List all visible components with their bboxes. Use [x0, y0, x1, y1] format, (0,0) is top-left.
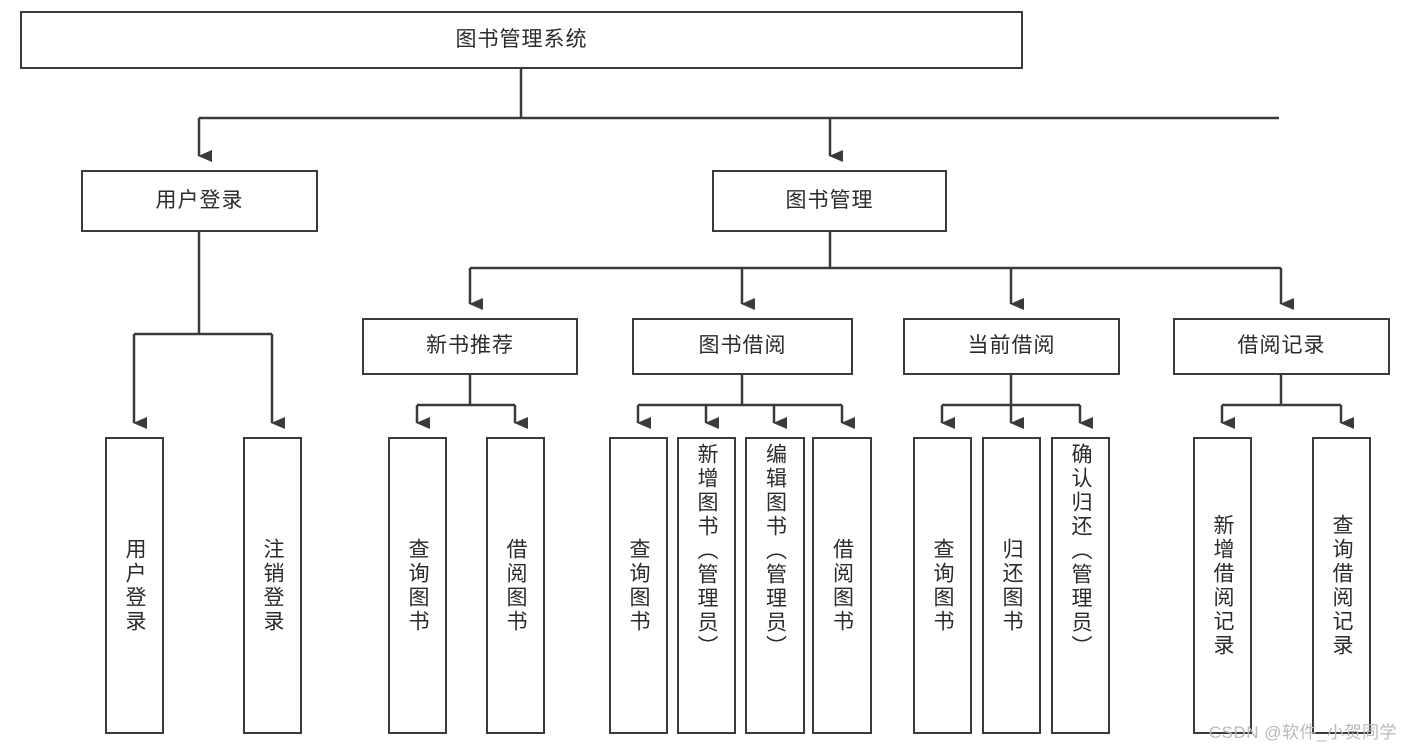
node-user-login-label: 用户登录 [155, 188, 244, 212]
leaf-text-wrap: 查询图书 [390, 439, 445, 732]
leaf-user-login-label: 用户登录 [123, 537, 146, 634]
node-borrow-record-label: 借阅记录 [1237, 334, 1326, 358]
leaf-text-wrap: 查询借阅记录 [1314, 439, 1369, 732]
leaf-logout[interactable]: 注销登录 [243, 437, 302, 734]
leaf-borrow-book-label: 借阅图书 [830, 537, 854, 634]
node-book-borrow[interactable]: 图书借阅 [632, 318, 853, 375]
leaf-text-wrap: 借阅图书 [814, 439, 870, 732]
node-root-label: 图书管理系统 [455, 27, 588, 51]
leaf-query-book-recommendation[interactable]: 查询图书 [388, 437, 447, 734]
node-new-book-recommendation-label: 新书推荐 [426, 334, 514, 358]
node-new-book-recommendation[interactable]: 新书推荐 [362, 318, 578, 375]
csdn-watermark: CSDN @软件_小贺同学 [1208, 723, 1397, 742]
leaf-borrow-book-recommendation-label: 借阅图书 [504, 537, 527, 634]
node-book-borrow-label: 图书借阅 [698, 334, 787, 358]
leaf-user-login[interactable]: 用户登录 [105, 437, 164, 734]
node-root[interactable]: 图书管理系统 [20, 11, 1023, 69]
leaf-text-wrap: 归还图书 [984, 439, 1039, 732]
leaf-borrow-book-recommendation[interactable]: 借阅图书 [486, 437, 545, 734]
leaf-text-wrap: 新增图书（管理员） [679, 439, 734, 736]
leaf-add-book-admin-label: 新增图书（管理员） [695, 443, 718, 659]
node-borrow-record[interactable]: 借阅记录 [1173, 318, 1390, 375]
leaf-text-wrap: 查询图书 [611, 439, 666, 732]
leaf-text-wrap: 注销登录 [245, 439, 300, 732]
leaf-edit-book-admin[interactable]: 编辑图书（管理员） [745, 437, 805, 734]
leaf-query-borrow-record-label: 查询借阅记录 [1330, 513, 1353, 658]
node-user-login[interactable]: 用户登录 [81, 170, 318, 232]
leaf-text-wrap: 用户登录 [107, 439, 162, 732]
leaf-query-borrow-record[interactable]: 查询借阅记录 [1312, 437, 1371, 734]
leaf-text-wrap: 新增借阅记录 [1195, 439, 1250, 732]
leaf-text-wrap: 查询图书 [915, 439, 970, 732]
leaf-text-wrap: 借阅图书 [488, 439, 543, 732]
node-current-borrow-label: 当前借阅 [967, 334, 1056, 358]
leaf-logout-label: 注销登录 [261, 537, 284, 634]
leaf-query-book-borrow[interactable]: 查询图书 [609, 437, 668, 734]
leaf-text-wrap: 编辑图书（管理员） [747, 439, 803, 736]
leaf-query-book-recommendation-label: 查询图书 [406, 537, 429, 634]
leaf-add-borrow-record-label: 新增借阅记录 [1211, 513, 1234, 658]
leaf-query-book-current[interactable]: 查询图书 [913, 437, 972, 734]
leaf-confirm-return-admin[interactable]: 确认归还（管理员） [1051, 437, 1110, 734]
leaf-add-borrow-record[interactable]: 新增借阅记录 [1193, 437, 1252, 734]
node-book-management[interactable]: 图书管理 [712, 170, 947, 232]
leaf-query-book-borrow-label: 查询图书 [627, 537, 650, 634]
leaf-borrow-book[interactable]: 借阅图书 [812, 437, 872, 734]
leaf-confirm-return-admin-label: 确认归还（管理员） [1069, 443, 1092, 659]
leaf-return-book-label: 归还图书 [1000, 537, 1023, 634]
leaf-edit-book-admin-label: 编辑图书（管理员） [763, 443, 787, 659]
node-book-management-label: 图书管理 [785, 188, 874, 212]
leaf-add-book-admin[interactable]: 新增图书（管理员） [677, 437, 736, 734]
leaf-return-book[interactable]: 归还图书 [982, 437, 1041, 734]
leaf-text-wrap: 确认归还（管理员） [1053, 439, 1108, 736]
leaf-query-book-current-label: 查询图书 [931, 537, 954, 634]
node-current-borrow[interactable]: 当前借阅 [903, 318, 1120, 375]
